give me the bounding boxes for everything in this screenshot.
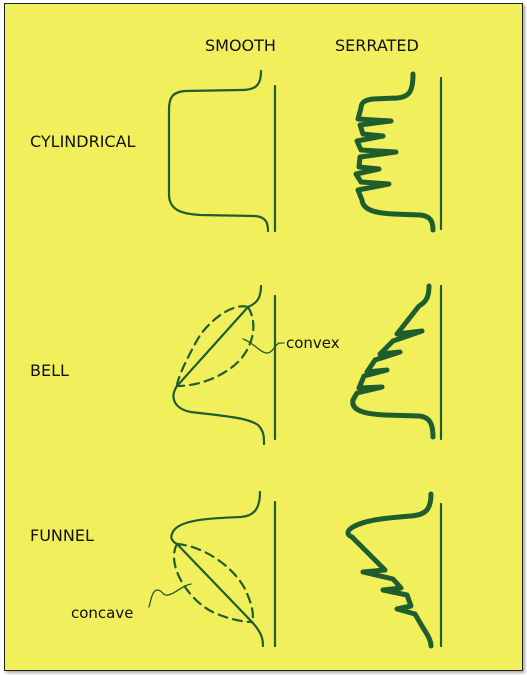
header-serrated: SERRATED xyxy=(335,36,419,55)
diagram-background xyxy=(5,4,523,671)
row-label-funnel: FUNNEL xyxy=(30,526,94,545)
log-shape-diagram: SMOOTH SERRATED CYLINDRICAL BELL FUNNEL … xyxy=(5,4,523,671)
concave-annotation: concave xyxy=(71,604,133,622)
row-label-cylindrical: CYLINDRICAL xyxy=(30,132,136,151)
diagram-frame: SMOOTH SERRATED CYLINDRICAL BELL FUNNEL … xyxy=(4,3,523,671)
convex-annotation: convex xyxy=(286,334,340,352)
header-smooth: SMOOTH xyxy=(205,36,276,55)
row-label-bell: BELL xyxy=(30,361,69,380)
